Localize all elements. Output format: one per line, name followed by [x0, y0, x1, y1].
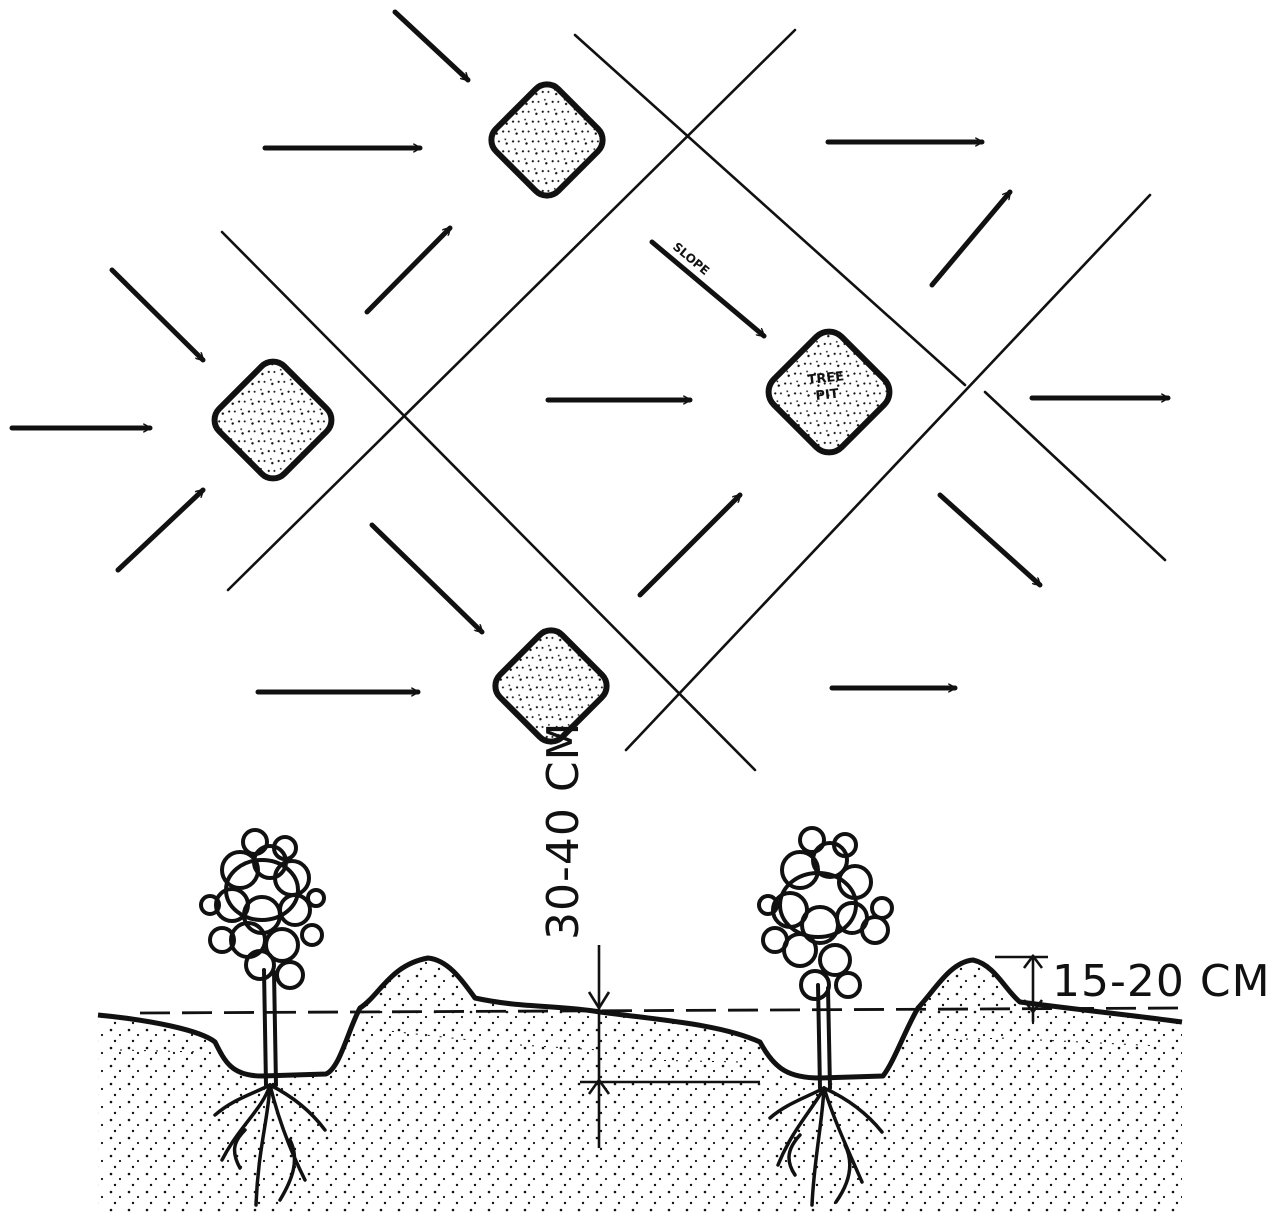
flow-arrow	[640, 495, 740, 595]
bund-grid	[222, 30, 1165, 770]
bund-line	[575, 35, 965, 385]
flow-arrow	[118, 490, 203, 570]
flow-arrows	[12, 12, 1168, 692]
height-label: 15-20 CM	[1052, 956, 1266, 1007]
flow-arrow	[395, 12, 468, 80]
spacing-label: 30-40 CM	[538, 721, 589, 940]
tree-pit	[208, 355, 338, 485]
bund-line	[222, 232, 755, 770]
ground-profile	[98, 958, 1182, 1212]
tree-trunk	[818, 985, 830, 1088]
flow-arrow	[372, 525, 482, 632]
tree-pit-label-line2: PIT	[815, 387, 840, 404]
tree-trunk	[264, 970, 276, 1085]
tree-pit	[485, 78, 609, 202]
tree-canopy	[759, 828, 892, 999]
tree-canopy	[201, 830, 324, 988]
tree-pits	[208, 78, 897, 748]
flow-arrow	[112, 270, 203, 360]
flow-arrow	[940, 495, 1040, 585]
bund-line	[985, 392, 1165, 560]
slope-arrow	[652, 242, 764, 336]
flow-arrow	[932, 192, 1010, 285]
soil-body	[98, 958, 1182, 1212]
flow-arrow	[367, 228, 450, 312]
